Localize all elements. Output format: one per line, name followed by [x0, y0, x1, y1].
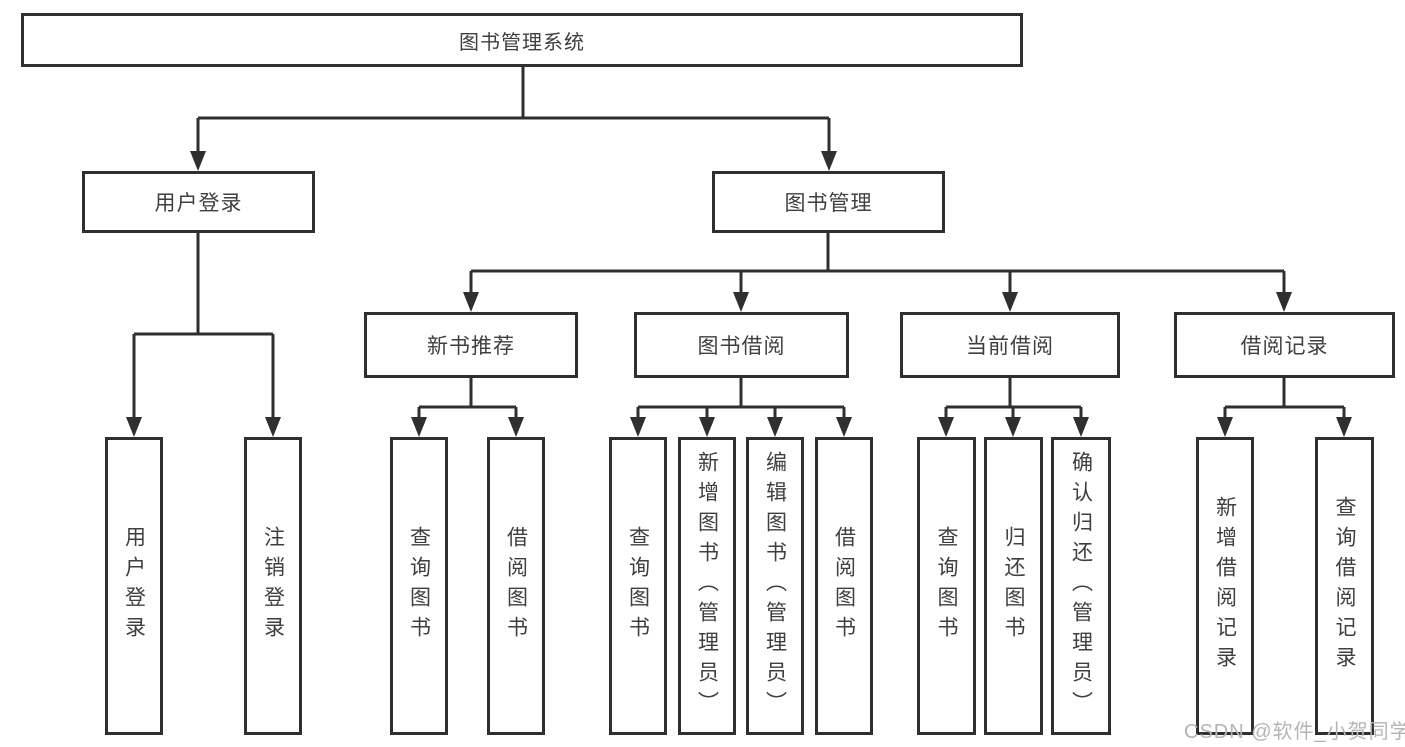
- leaf-query-books-borrowing: 查询图书: [609, 437, 667, 735]
- leaf-borrow-books-borrowing: 借阅图书: [815, 437, 873, 735]
- node-book-borrowing: 图书借阅: [634, 312, 849, 378]
- leaf-label: 查询图书: [935, 526, 958, 646]
- leaf-user-login: 用户登录: [105, 437, 163, 735]
- leaf-borrow-books-recommend: 借阅图书: [487, 437, 545, 735]
- leaf-query-books-current: 查询图书: [917, 437, 976, 735]
- node-book-management: 图书管理: [712, 171, 945, 233]
- leaf-query-borrow-record: 查询借阅记录: [1315, 437, 1374, 735]
- leaf-label: 编辑图书（管理员）: [763, 451, 787, 721]
- node-borrowing-records: 借阅记录: [1174, 312, 1395, 378]
- node-root-system: 图书管理系统: [21, 13, 1023, 67]
- leaf-query-books-recommend: 查询图书: [390, 437, 448, 735]
- leaf-logout: 注销登录: [244, 437, 302, 735]
- leaf-add-books-admin: 新增图书（管理员）: [678, 437, 736, 735]
- leaf-add-borrow-record: 新增借阅记录: [1196, 437, 1254, 735]
- leaf-label: 借阅图书: [832, 526, 856, 646]
- leaf-label: 新增图书（管理员）: [695, 451, 719, 721]
- leaf-label: 新增借阅记录: [1213, 496, 1237, 676]
- node-current-borrowing: 当前借阅: [900, 312, 1120, 378]
- csdn-watermark: CSDN @软件_小贺同学: [1184, 721, 1405, 743]
- leaf-label: 归还图书: [1002, 526, 1025, 646]
- leaf-label: 用户登录: [122, 526, 146, 646]
- leaf-label: 查询图书: [407, 526, 431, 646]
- leaf-label: 确认归还（管理员）: [1069, 451, 1093, 721]
- leaf-return-books: 归还图书: [984, 437, 1043, 735]
- node-new-book-recommend: 新书推荐: [364, 312, 578, 378]
- leaf-label: 注销登录: [261, 526, 285, 646]
- node-user-login: 用户登录: [82, 171, 315, 233]
- leaf-label: 查询借阅记录: [1333, 496, 1356, 676]
- leaf-label: 借阅图书: [504, 526, 528, 646]
- leaf-confirm-return-admin: 确认归还（管理员）: [1051, 437, 1111, 735]
- leaf-label: 查询图书: [626, 526, 650, 646]
- leaf-edit-books-admin: 编辑图书（管理员）: [746, 437, 804, 735]
